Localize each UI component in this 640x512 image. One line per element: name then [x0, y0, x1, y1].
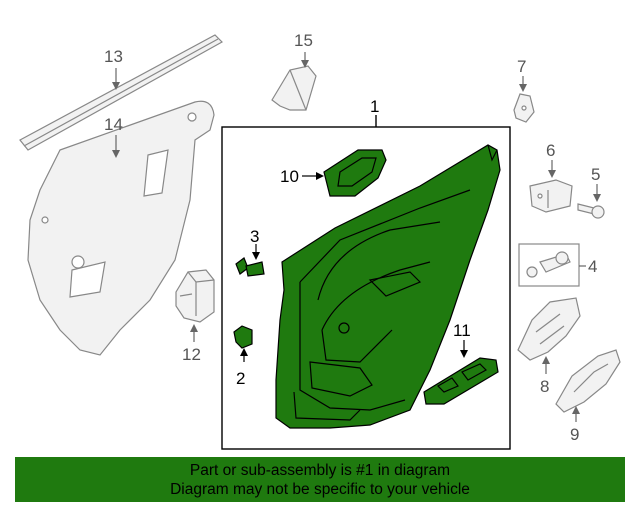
- callout-12[interactable]: 12: [182, 345, 201, 364]
- callout-11[interactable]: 11: [453, 321, 471, 340]
- callout-2[interactable]: 2: [236, 369, 245, 388]
- callout-6[interactable]: 6: [546, 141, 555, 160]
- arrow-9: [572, 406, 580, 414]
- arrow-3: [252, 252, 260, 260]
- part-14-watershield[interactable]: [27, 100, 215, 356]
- callout-3[interactable]: 3: [250, 227, 259, 246]
- arrow-6: [548, 170, 556, 178]
- arrow-15: [301, 60, 309, 68]
- arrow-8: [542, 356, 550, 364]
- part-12-switch[interactable]: [175, 269, 215, 323]
- notice-line-1: Part or sub-assembly is #1 in diagram: [189, 462, 451, 479]
- part-15-bracket[interactable]: [271, 65, 317, 111]
- part-5-screw[interactable]: [577, 203, 605, 219]
- arrow-11: [460, 350, 468, 358]
- callout-14[interactable]: 14: [104, 115, 123, 134]
- arrow-12: [190, 324, 198, 332]
- part-2-retainer[interactable]: [233, 325, 253, 349]
- part-13-run-strip[interactable]: [19, 34, 223, 151]
- part-1-door-trim-panel[interactable]: [275, 144, 501, 429]
- part-11-switch-bezel[interactable]: [423, 357, 499, 405]
- arrow-14: [112, 150, 120, 158]
- callout-13[interactable]: 13: [104, 47, 123, 66]
- part-9-handle[interactable]: [555, 349, 621, 413]
- assembly-notice-banner: Part or sub-assembly is #1 in diagram Di…: [15, 457, 625, 502]
- notice-line-2: Diagram may not be specific to your vehi…: [170, 481, 470, 498]
- assembly-box: [221, 126, 511, 450]
- callout-7[interactable]: 7: [517, 57, 526, 76]
- arrow-7: [519, 84, 527, 92]
- callout-4[interactable]: 4: [588, 257, 597, 276]
- part-10-pull-cup[interactable]: [323, 149, 387, 197]
- part-6-bracket[interactable]: [529, 179, 573, 213]
- part-8-bracket[interactable]: [517, 297, 581, 361]
- part-4-screw[interactable]: [526, 251, 571, 278]
- callout-9[interactable]: 9: [570, 425, 579, 444]
- arrow-13: [112, 82, 120, 90]
- callout-8[interactable]: 8: [540, 377, 549, 396]
- callout-1[interactable]: 1: [370, 97, 379, 116]
- callout-15[interactable]: 15: [294, 31, 313, 50]
- arrow-5: [593, 194, 601, 202]
- callout-10[interactable]: 10: [280, 167, 299, 186]
- arrow-2: [240, 348, 248, 356]
- part-7-bracket[interactable]: [513, 93, 535, 123]
- part-4-box: [518, 243, 580, 287]
- arrow-10: [316, 172, 324, 180]
- part-3-clip[interactable]: [235, 257, 265, 277]
- callout-5[interactable]: 5: [591, 165, 600, 184]
